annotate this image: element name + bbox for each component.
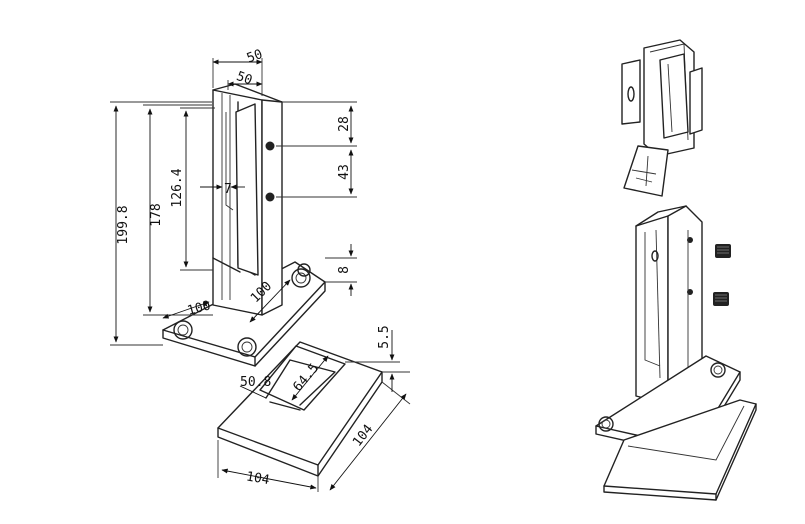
dim-cover-opening-a: 50.8 xyxy=(240,375,271,390)
dim-top-width-outer: 50 xyxy=(245,47,265,66)
dim-slot-width: 7 xyxy=(224,182,232,197)
cover-dimension-lines xyxy=(221,330,407,491)
dim-overall-height: 199.8 xyxy=(116,205,131,244)
exploded-view xyxy=(595,39,757,501)
dimensioned-cover-plate: 104 104 5.5 50.8 64.5 xyxy=(217,325,411,492)
dim-post-height: 178 xyxy=(149,203,164,226)
dim-cover-side-b: 104 xyxy=(350,422,376,450)
dim-hole-top-offset: 28 xyxy=(337,116,352,132)
post-body xyxy=(212,83,283,316)
dim-base-thickness: 8 xyxy=(337,266,352,274)
dimensioned-spigot-view: 199.8 178 126.4 7 50 50 28 43 8 100 100 xyxy=(110,47,357,367)
dim-hole-spacing: 43 xyxy=(337,164,352,180)
grub-screws xyxy=(713,244,731,306)
dim-cover-side-a: 104 xyxy=(245,469,271,488)
bolt-hole-upper xyxy=(265,141,275,151)
clamp-insert xyxy=(621,39,703,197)
dim-cover-height: 5.5 xyxy=(377,325,392,348)
dim-base-side-a: 100 xyxy=(186,298,213,319)
exploded-post xyxy=(635,205,703,415)
dimension-lines xyxy=(113,59,354,343)
dim-slot-height: 126.4 xyxy=(170,168,185,207)
dim-top-width-inner: 50 xyxy=(234,69,254,88)
bolt-hole-lower xyxy=(265,192,275,202)
exploded-cover-plate xyxy=(603,399,757,501)
